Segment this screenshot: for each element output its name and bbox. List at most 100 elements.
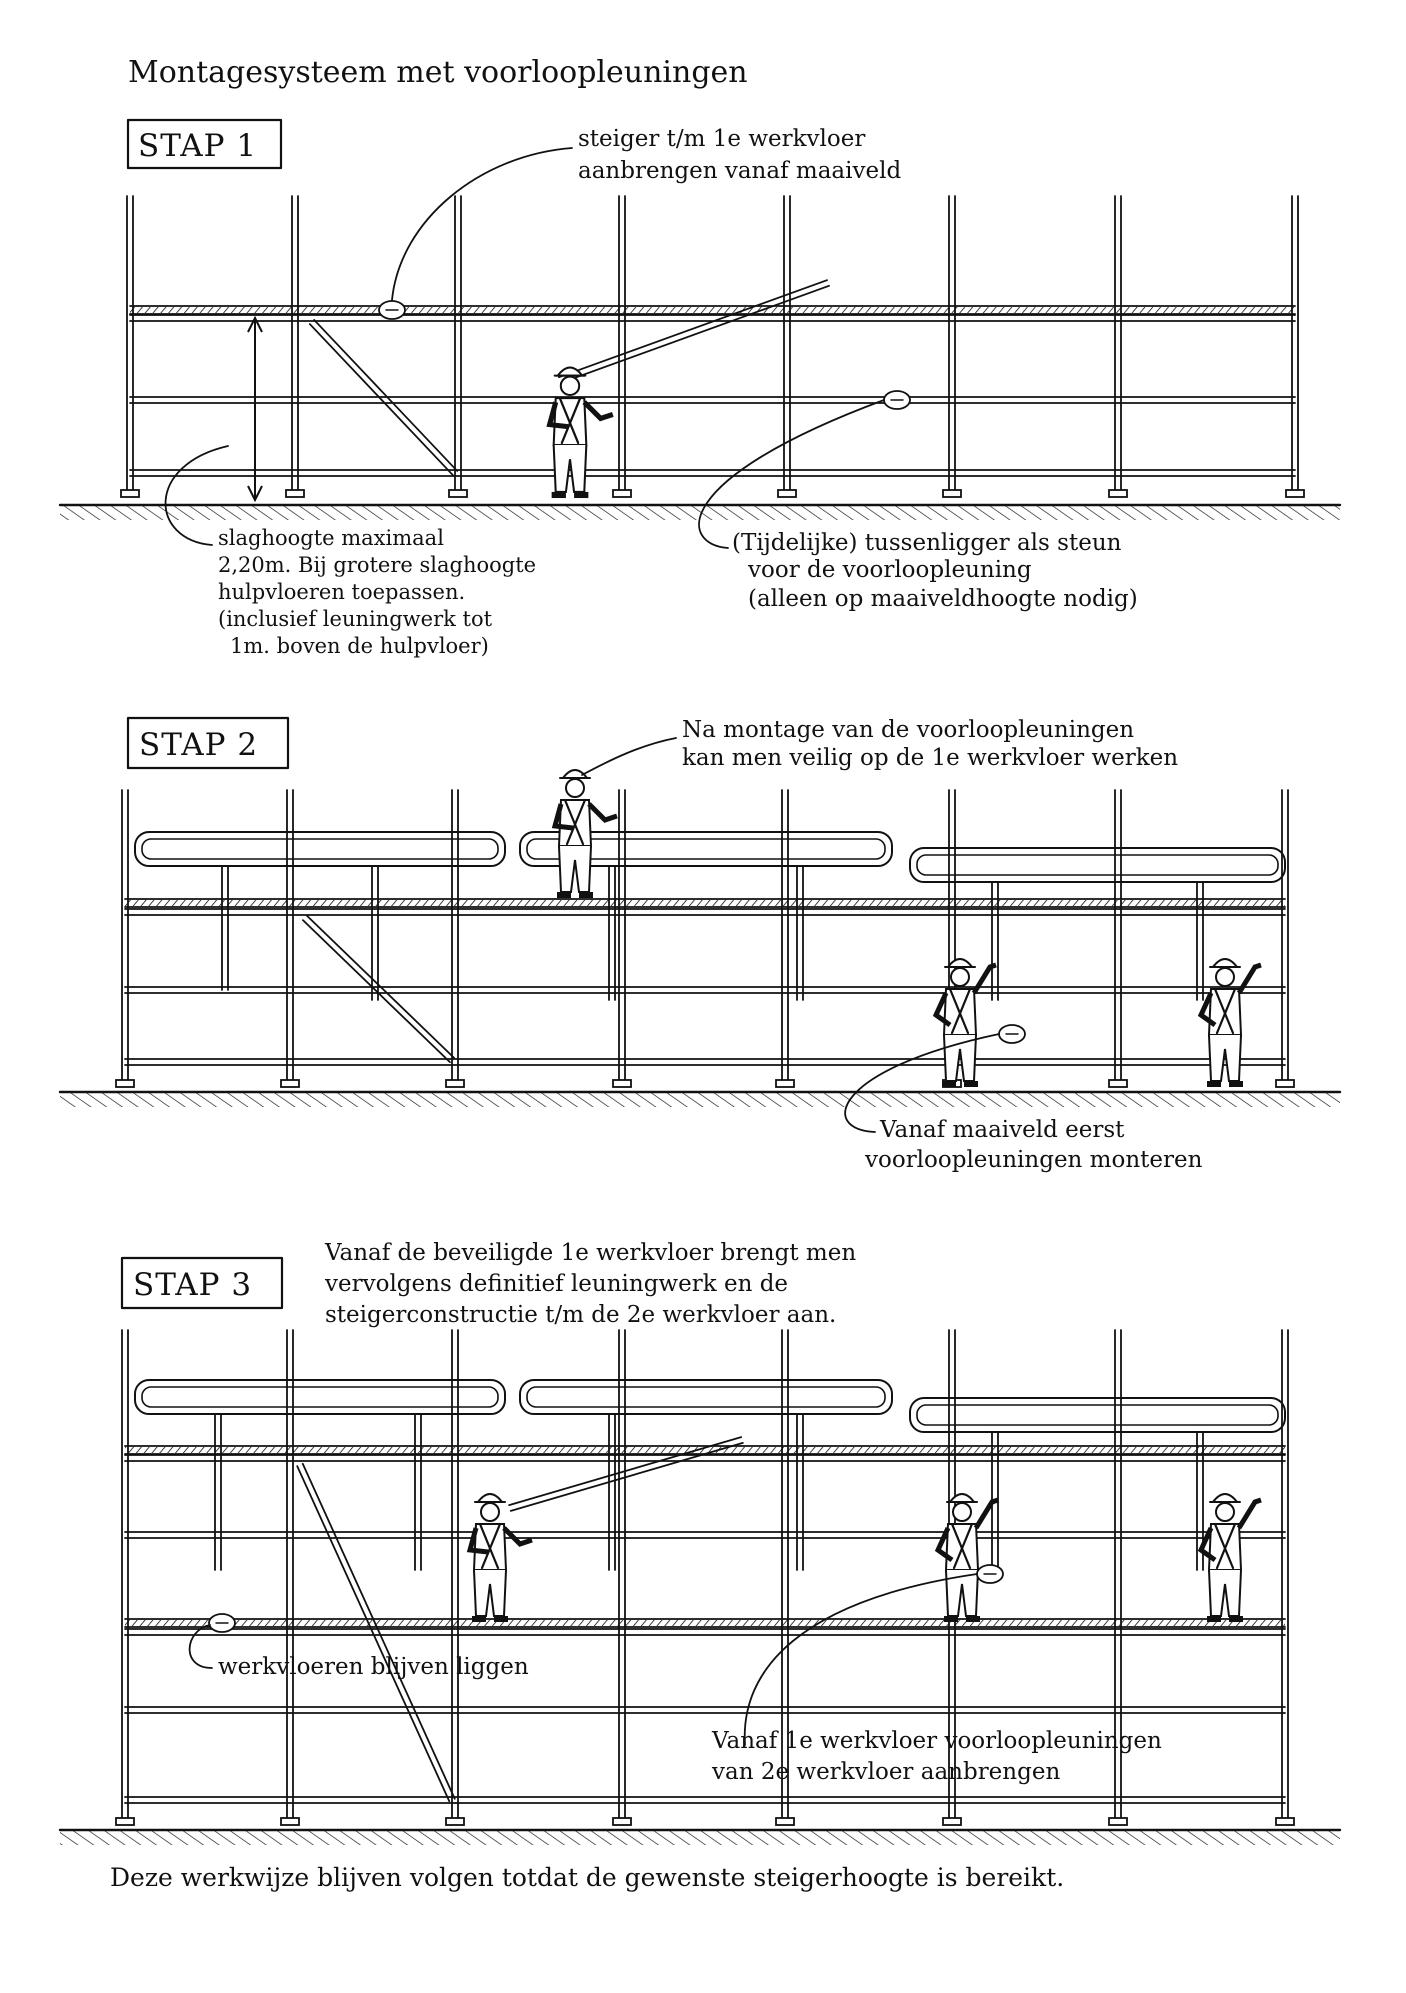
head xyxy=(559,375,581,397)
harness-strap xyxy=(558,396,580,445)
helmet xyxy=(945,958,975,968)
step-1-note-left-line-5: 1m. boven de hulpvloer) xyxy=(230,634,489,658)
harness-strap xyxy=(1215,1522,1237,1570)
step-1-note-top-line-2: aanbrengen vanaf maaiveld xyxy=(578,158,901,184)
arm xyxy=(973,1497,999,1530)
ground-hatch xyxy=(60,506,1340,520)
step-3-note-top-line-2: vervolgens definitief leuningwerk en de xyxy=(324,1271,788,1297)
step-1-label: STAP 1 xyxy=(138,128,257,164)
boot xyxy=(1207,1616,1221,1622)
worker-first-floor-2 xyxy=(1197,1493,1262,1622)
base-plate xyxy=(1285,489,1305,498)
boot xyxy=(1229,1081,1243,1087)
step-1-note-top-line-1: steiger t/m 1e werkvloer xyxy=(578,126,865,152)
work-floor-planks xyxy=(125,1447,1285,1453)
leader-step1-right xyxy=(698,399,885,549)
base-plate xyxy=(448,489,468,498)
head xyxy=(480,1502,500,1522)
guardrail-inner xyxy=(526,838,886,860)
diagonal-brace xyxy=(308,323,454,476)
base-plate xyxy=(1275,1817,1295,1826)
advance-guardrail-tube xyxy=(558,279,828,379)
dimension-arrow xyxy=(247,485,263,503)
base-plate xyxy=(445,1079,465,1088)
worker-placing-rail xyxy=(466,1493,533,1622)
page-title: Montagesysteem met voorloopleuningen xyxy=(128,55,748,90)
base-plate xyxy=(1108,489,1128,498)
legs xyxy=(943,1034,977,1082)
work-floor-planks xyxy=(125,900,1285,906)
legs xyxy=(473,1569,507,1617)
legs xyxy=(1208,1034,1242,1082)
boot xyxy=(494,1616,508,1622)
base-plate xyxy=(280,1079,300,1088)
guardrail-outer xyxy=(909,1397,1286,1433)
arm xyxy=(971,962,997,995)
guardrail-inner xyxy=(916,854,1279,876)
boot xyxy=(472,1616,486,1622)
arm xyxy=(587,802,618,823)
arm xyxy=(546,401,569,430)
harness-strap xyxy=(563,798,585,846)
base-plate xyxy=(777,489,797,498)
guardrail-inner xyxy=(141,1386,499,1408)
worker-on-ground-1 xyxy=(932,958,997,1087)
rail-being-placed xyxy=(509,1441,744,1512)
harness-strap xyxy=(565,798,587,846)
legs xyxy=(552,444,588,493)
ground-hatch xyxy=(60,1831,1340,1845)
step-1-note-right-line-1: (Tijdelijke) tussenligger als steun xyxy=(732,530,1122,556)
advance-guardrail-middle xyxy=(519,831,893,1001)
diagonal-brace xyxy=(313,319,459,472)
dimension-arrow xyxy=(247,315,263,333)
arm xyxy=(1197,991,1217,1028)
guardrail-inner xyxy=(916,1404,1279,1426)
arm xyxy=(1236,1497,1262,1530)
step-2-note-top-line-1: Na montage van de voorloopleuningen xyxy=(682,717,1134,743)
guardrail-second-floor-left xyxy=(134,1379,506,1571)
arm xyxy=(1236,962,1262,995)
boot xyxy=(1229,1616,1243,1622)
base-plate xyxy=(285,489,305,498)
helmet xyxy=(1210,958,1240,968)
step-3-note-left-line-1: werkvloeren blijven liggen xyxy=(218,1654,529,1680)
diagonal-brace xyxy=(301,1462,456,1800)
step-3-note-top-line-1: Vanaf de beveiligde 1e werkvloer brengt … xyxy=(324,1240,856,1266)
base-plate xyxy=(612,489,632,498)
base-plate xyxy=(1108,1079,1128,1088)
arm xyxy=(551,803,574,831)
work-floor-planks xyxy=(125,1620,1285,1626)
leader-step3-right xyxy=(743,1573,978,1746)
arm xyxy=(932,991,952,1028)
worker-on-ground-2 xyxy=(1197,958,1262,1087)
boot xyxy=(579,892,593,898)
harness-strap xyxy=(950,1522,972,1570)
step-1-label-box: STAP 1 xyxy=(126,118,283,170)
legs xyxy=(1208,1569,1242,1617)
arm xyxy=(502,1526,533,1547)
base-plate xyxy=(115,1079,135,1088)
base-plate xyxy=(612,1079,632,1088)
helmet xyxy=(475,1493,505,1503)
work-floor-planks xyxy=(130,307,1295,313)
guardrail-outer xyxy=(519,1379,893,1415)
guardrail-outer xyxy=(134,831,506,867)
harness-strap xyxy=(478,1522,500,1570)
diagonal-brace xyxy=(296,1465,451,1803)
guardrail-inner xyxy=(141,838,499,860)
head xyxy=(952,1502,972,1522)
footer-note: Deze werkwijze blijven volgen totdat de … xyxy=(110,1863,1064,1892)
step-1-note-right-line-3: (alleen op maaiveldhoogte nodig) xyxy=(748,586,1138,612)
boot xyxy=(966,1616,980,1622)
base-plate xyxy=(445,1817,465,1826)
harness-strap xyxy=(948,987,970,1035)
step-2-label-box: STAP 2 xyxy=(126,716,290,770)
scaffold-step-2 xyxy=(58,769,1342,1107)
guardrail-second-floor-middle xyxy=(519,1379,893,1571)
guardrail-inner xyxy=(526,1386,886,1408)
arm xyxy=(466,1527,489,1555)
boot xyxy=(942,1081,956,1087)
step-1-note-left-line-1: slaghoogte maximaal xyxy=(218,526,444,550)
base-plate xyxy=(942,1817,962,1826)
